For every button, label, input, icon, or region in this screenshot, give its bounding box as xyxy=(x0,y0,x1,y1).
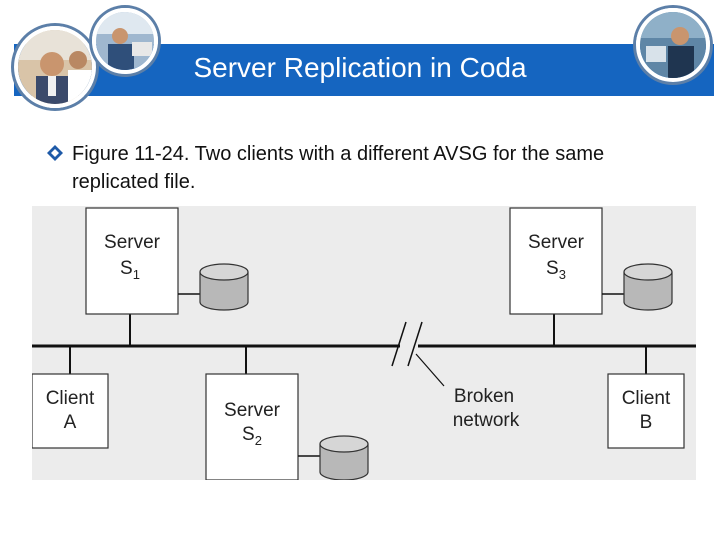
office-photo-icon xyxy=(92,8,158,74)
broken-network-label: Broken xyxy=(454,386,514,407)
disk-icon xyxy=(199,263,249,311)
broken-network-pointer xyxy=(415,353,445,387)
network-break-mark xyxy=(391,321,407,367)
client-a-label: Client xyxy=(46,388,95,409)
server-s1-label: Server xyxy=(104,232,161,253)
diamond-bullet-icon xyxy=(47,145,63,161)
network-break-mark xyxy=(407,321,423,367)
avsg-diagram: Server S1 Server S3 Client A Server xyxy=(31,206,696,481)
server-s2-label: Server xyxy=(224,400,281,421)
client-b: Client B xyxy=(607,373,685,449)
worker-photo-icon xyxy=(636,8,710,82)
server-s2-id: S2 xyxy=(242,424,262,448)
server-s3: Server S3 xyxy=(509,207,603,315)
broken-network-label-line2: network xyxy=(453,410,520,431)
server-s1: Server S1 xyxy=(85,207,179,315)
businesspeople-photo-icon xyxy=(14,26,96,108)
page-title: Server Replication in Coda xyxy=(0,0,720,140)
disk-icon xyxy=(623,263,673,311)
client-a-id: A xyxy=(64,412,77,433)
client-b-label: Client xyxy=(622,388,671,409)
page-title-text: Server Replication in Coda xyxy=(193,52,527,83)
server-s3-id: S3 xyxy=(546,258,566,282)
caption-text: Figure 11-24. Two clients with a differe… xyxy=(72,143,605,193)
server-s2: Server S2 xyxy=(205,373,299,481)
server-s1-id: S1 xyxy=(120,258,140,282)
client-b-id: B xyxy=(640,412,653,433)
client-a: Client A xyxy=(31,373,109,449)
server-s3-label: Server xyxy=(528,232,585,253)
disk-icon xyxy=(319,435,369,481)
